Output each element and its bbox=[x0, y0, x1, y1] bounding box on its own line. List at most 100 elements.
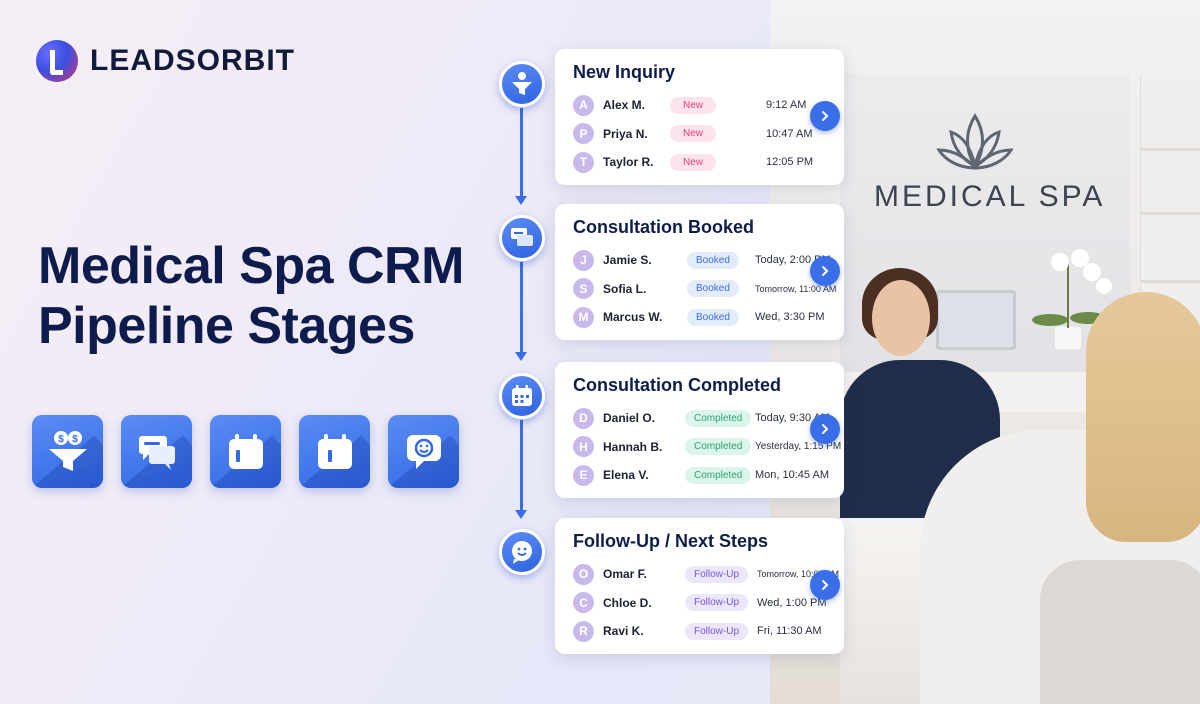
timeline-arrow bbox=[515, 510, 527, 519]
page-title-line-2: Pipeline Stages bbox=[38, 297, 415, 355]
status-badge: Completed bbox=[685, 409, 752, 427]
timeline-arrow bbox=[515, 196, 527, 205]
lead-name: Chloe D. bbox=[603, 595, 652, 610]
stage-card-consultation-completed[interactable]: Consultation Completed D Daniel O. Compl… bbox=[555, 362, 844, 498]
avatar: J bbox=[573, 249, 594, 271]
stage-card-consultation-booked[interactable]: Consultation Booked J Jamie S. Booked To… bbox=[555, 204, 844, 340]
status-badge: Follow-Up bbox=[685, 565, 749, 583]
lead-time: Fri, 11:30 AM bbox=[757, 625, 822, 638]
calendar-icon bbox=[210, 415, 281, 488]
lead-time: Yesterday, 1:15 PM bbox=[755, 441, 842, 453]
open-stage-button[interactable] bbox=[810, 256, 840, 286]
status-badge: Booked bbox=[687, 308, 739, 326]
stage-title: Consultation Completed bbox=[573, 375, 781, 395]
lead-row[interactable]: P Priya N. New 10:47 AM bbox=[573, 120, 844, 149]
open-stage-button[interactable] bbox=[810, 101, 840, 131]
stage-title: Follow-Up / Next Steps bbox=[573, 531, 769, 551]
lead-time: Tomorrow, 10:00 AM bbox=[757, 569, 840, 580]
clinic-photo: MEDICAL SPA bbox=[770, 0, 1200, 704]
avatar: H bbox=[573, 436, 594, 458]
avatar: S bbox=[573, 278, 594, 300]
smiley-chat-icon bbox=[388, 415, 459, 488]
status-badge: Follow-Up bbox=[685, 594, 749, 612]
orchid-plant-icon bbox=[1032, 249, 1112, 350]
lead-name: Jamie S. bbox=[603, 253, 652, 268]
medical-spa-sign: MEDICAL SPA bbox=[874, 180, 1106, 213]
lotus-logo-icon bbox=[936, 113, 1014, 170]
timeline-connector bbox=[520, 108, 523, 196]
timeline-connector bbox=[520, 420, 523, 510]
chevron-right-icon bbox=[822, 580, 829, 590]
lead-time: Tomorrow, 11:00 AM bbox=[755, 283, 837, 294]
client-hair bbox=[1086, 292, 1200, 542]
brand-name: LEADSORBIT bbox=[90, 44, 295, 77]
stage-title: Consultation Booked bbox=[573, 217, 754, 237]
lead-row[interactable]: A Alex M. New 9:12 AM bbox=[573, 91, 844, 120]
stage-card-follow-up[interactable]: Follow-Up / Next Steps O Omar F. Follow-… bbox=[555, 518, 844, 654]
avatar: T bbox=[573, 151, 594, 173]
status-badge: New bbox=[670, 153, 716, 171]
monitor bbox=[936, 290, 1016, 350]
timeline-arrow bbox=[515, 352, 527, 361]
lead-name: Taylor R. bbox=[603, 155, 654, 170]
lead-row[interactable]: H Hannah B. Completed Yesterday, 1:15 PM bbox=[573, 433, 844, 462]
avatar: A bbox=[573, 94, 594, 116]
avatar: D bbox=[573, 407, 594, 429]
lead-row[interactable]: C Chloe D. Follow-Up Wed, 1:00 PM bbox=[573, 589, 844, 618]
lead-row[interactable]: E Elena V. Completed Mon, 10:45 AM bbox=[573, 461, 844, 490]
brand[interactable]: LEADSORBIT bbox=[36, 40, 295, 82]
lead-name: Alex M. bbox=[603, 98, 646, 113]
lead-row[interactable]: M Marcus W. Booked Wed, 3:30 PM bbox=[573, 303, 844, 332]
stage-title: New Inquiry bbox=[573, 62, 676, 82]
funnel-money-icon: $ $ bbox=[32, 415, 103, 488]
timeline-node-smiley-chat-icon bbox=[499, 529, 545, 575]
avatar: C bbox=[573, 592, 594, 614]
chair bbox=[1040, 560, 1200, 704]
status-badge: Booked bbox=[687, 280, 739, 298]
status-badge: Completed bbox=[685, 438, 752, 456]
lead-name: Sofia L. bbox=[603, 281, 647, 296]
status-badge: Booked bbox=[687, 251, 739, 269]
avatar: M bbox=[573, 306, 594, 328]
lead-row[interactable]: D Daniel O. Completed Today, 9:30 AM bbox=[573, 404, 844, 433]
status-badge: New bbox=[670, 96, 716, 114]
chat-bubbles-icon bbox=[121, 415, 192, 488]
page-title-line-1: Medical Spa CRM bbox=[38, 237, 464, 295]
avatar: R bbox=[573, 620, 594, 642]
lead-row[interactable]: O Omar F. Follow-Up Tomorrow, 10:00 AM bbox=[573, 560, 844, 589]
lead-time: 10:47 AM bbox=[766, 127, 813, 140]
lead-name: Hannah B. bbox=[603, 439, 663, 454]
stage-card-new-inquiry[interactable]: New Inquiry A Alex M. New 9:12 AM P Priy… bbox=[555, 49, 844, 185]
open-stage-button[interactable] bbox=[810, 570, 840, 600]
lead-name: Ravi K. bbox=[603, 624, 644, 639]
lead-name: Elena V. bbox=[603, 468, 649, 483]
chevron-right-icon bbox=[822, 266, 829, 276]
svg-text:$: $ bbox=[72, 434, 78, 445]
lead-name: Priya N. bbox=[603, 126, 648, 141]
chevron-right-icon bbox=[822, 424, 829, 434]
svg-text:$: $ bbox=[58, 434, 64, 445]
lead-row[interactable]: J Jamie S. Booked Today, 2:00 PM bbox=[573, 246, 844, 275]
lead-time: Wed, 3:30 PM bbox=[755, 311, 825, 324]
staff-face bbox=[872, 280, 930, 356]
timeline-connector bbox=[520, 262, 523, 352]
chevron-right-icon bbox=[822, 111, 829, 121]
avatar: E bbox=[573, 464, 594, 486]
status-badge: Completed bbox=[685, 466, 752, 484]
lead-name: Omar F. bbox=[603, 567, 648, 582]
status-badge: Follow-Up bbox=[685, 622, 749, 640]
avatar: P bbox=[573, 123, 594, 145]
status-badge: New bbox=[670, 125, 716, 143]
leadsorbit-logo-icon bbox=[36, 40, 78, 82]
lead-time: 12:05 PM bbox=[766, 156, 814, 169]
open-stage-button[interactable] bbox=[810, 414, 840, 444]
avatar: O bbox=[573, 563, 594, 585]
page-title: Medical Spa CRM Pipeline Stages bbox=[38, 236, 498, 356]
lead-row[interactable]: R Ravi K. Follow-Up Fri, 11:30 AM bbox=[573, 617, 844, 646]
lead-time: Wed, 1:00 PM bbox=[757, 596, 827, 609]
lead-row[interactable]: T Taylor R. New 12:05 PM bbox=[573, 148, 844, 177]
timeline-node-chat-bubbles-icon bbox=[499, 215, 545, 261]
timeline-node-calendar-icon bbox=[499, 373, 545, 419]
lead-row[interactable]: S Sofia L. Booked Tomorrow, 11:00 AM bbox=[573, 275, 844, 304]
lead-name: Marcus W. bbox=[603, 310, 663, 325]
